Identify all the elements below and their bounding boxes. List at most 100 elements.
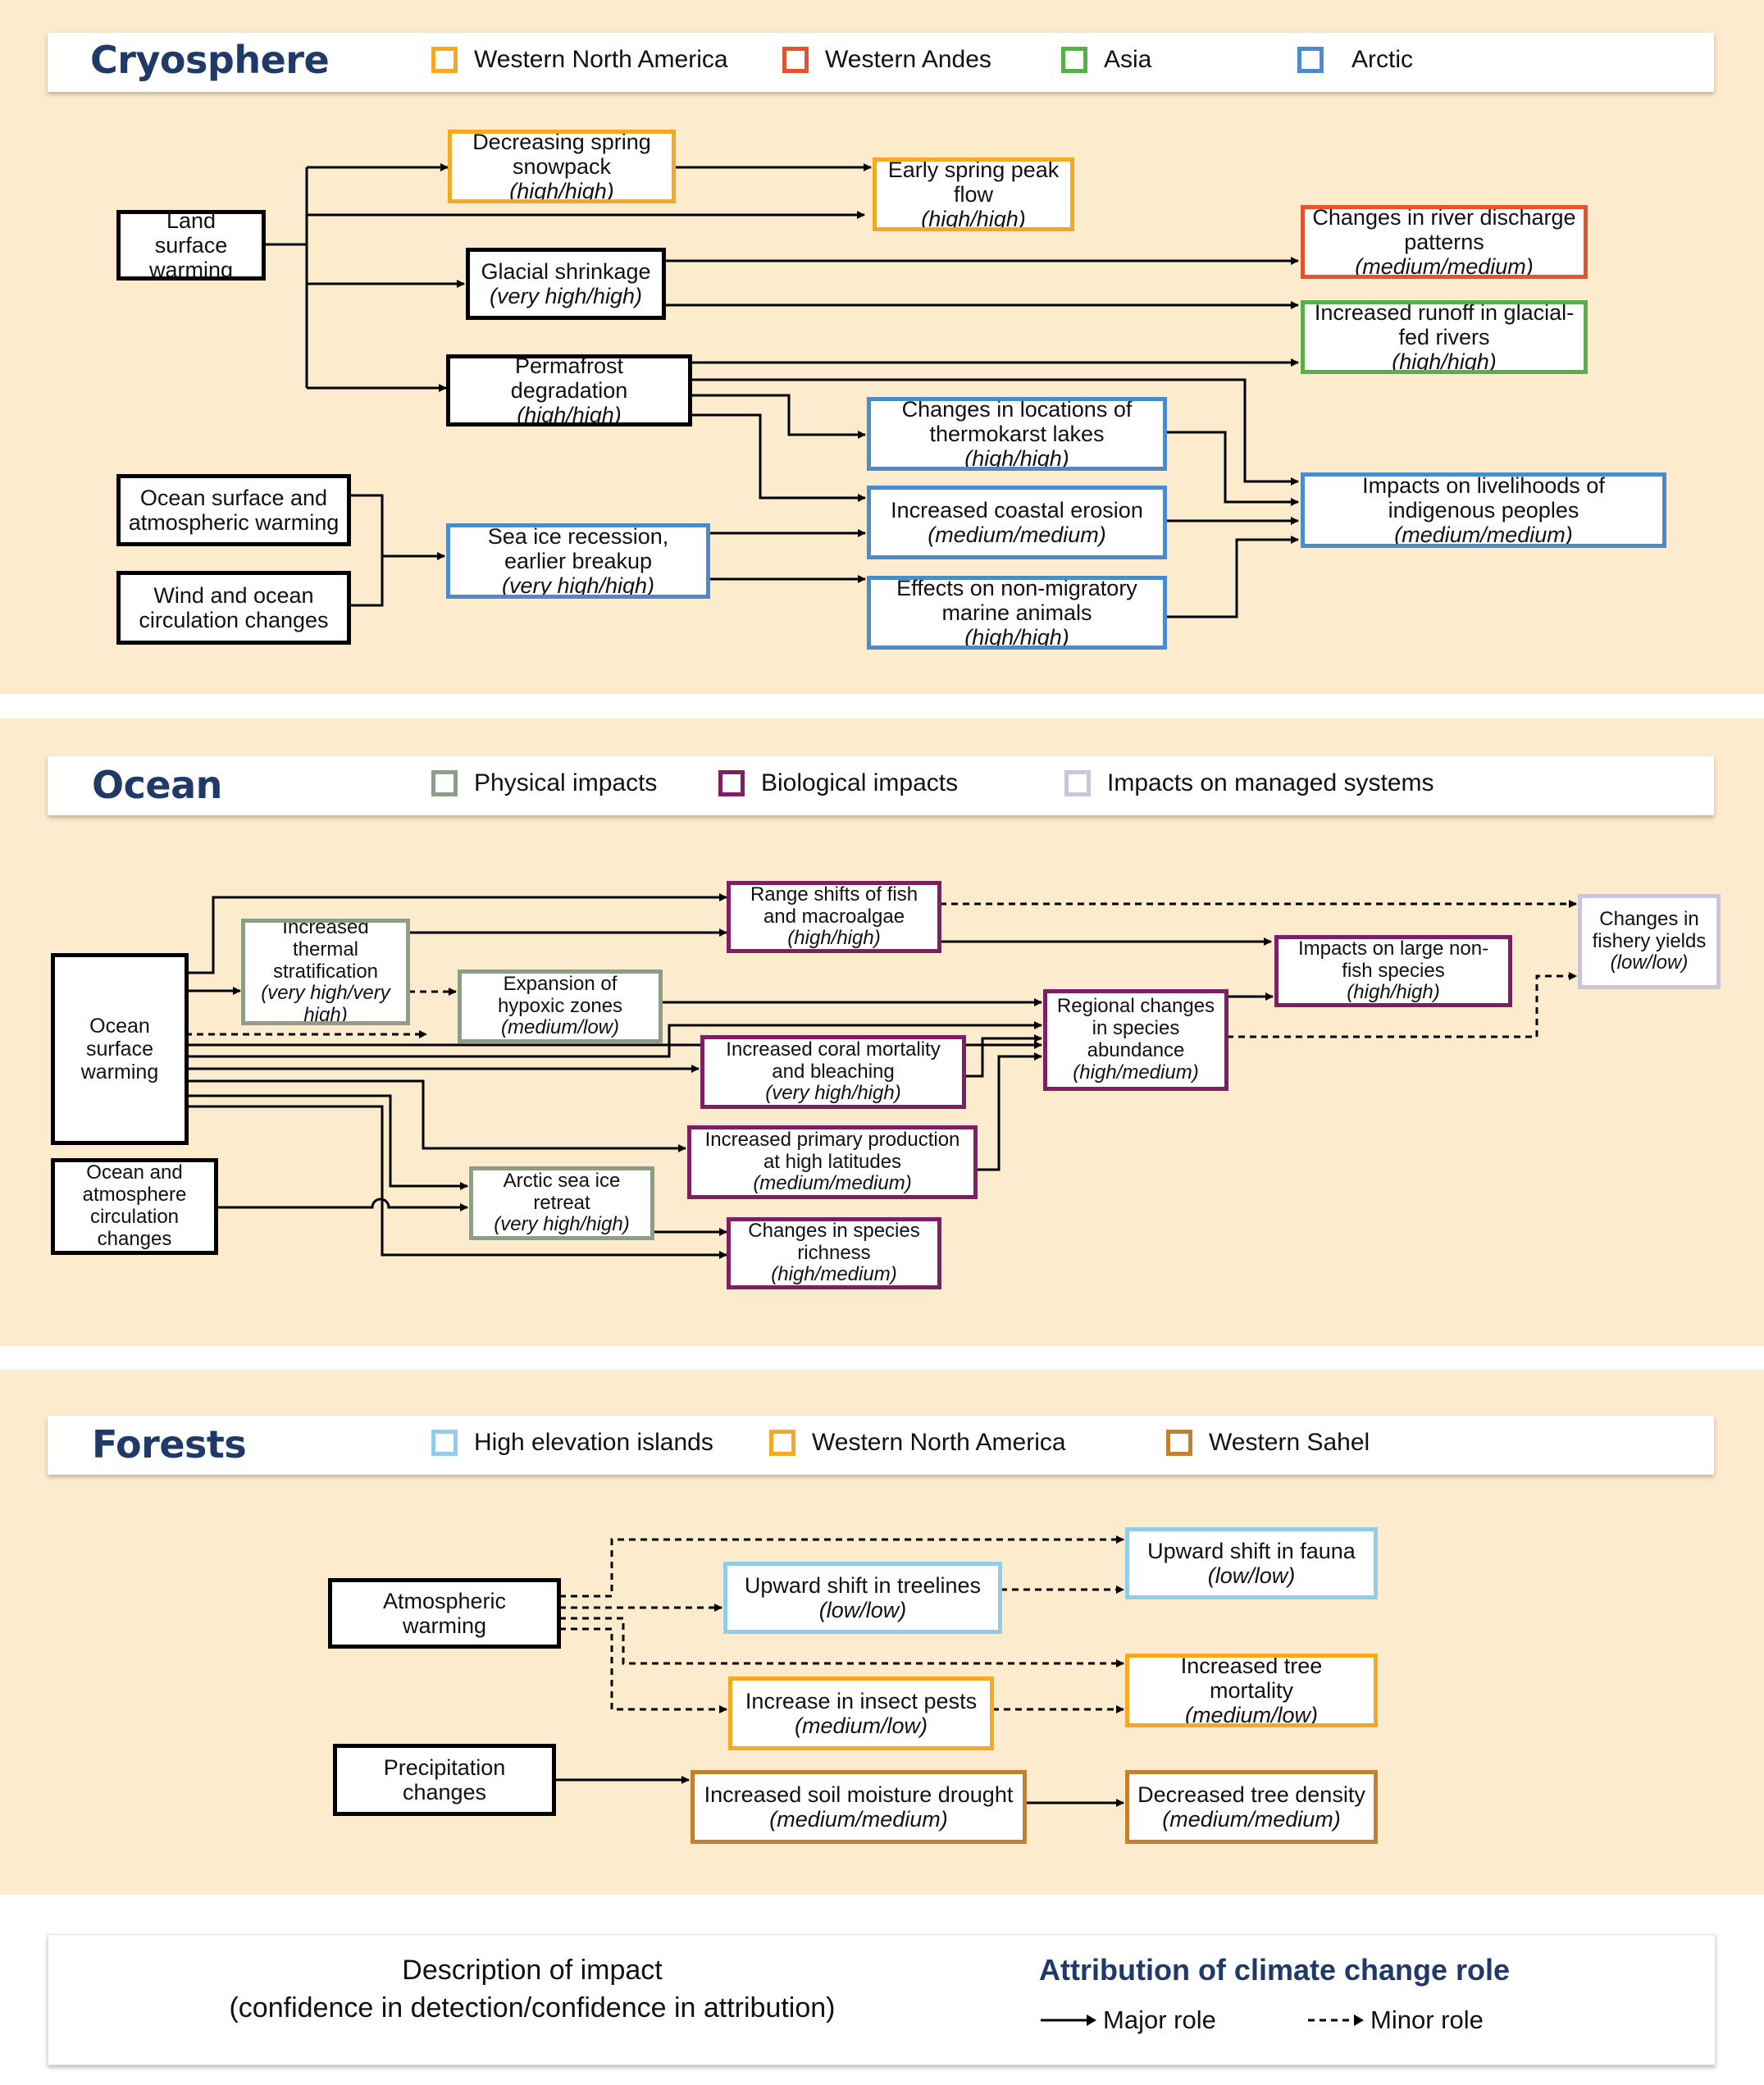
node-confidence: (high/high)	[964, 446, 1069, 471]
legend-western-north-america: Western North America	[431, 46, 728, 74]
node-confidence: (medium/medium)	[928, 522, 1106, 547]
node-ocean-surface-warming: Ocean surface warming	[51, 953, 189, 1145]
legend-label: Western North America	[474, 46, 728, 73]
node-confidence: (high/high)	[787, 927, 881, 950]
legend-swatch	[1297, 47, 1324, 73]
node-text: Glacial shrinkage	[481, 258, 651, 284]
ocean-header: Ocean Physical impacts Biological impact…	[48, 756, 1714, 815]
node-non-migratory-marine: Effects on non-migratory marine animals(…	[867, 576, 1167, 650]
node-text: Upward shift in treelines	[744, 1572, 982, 1598]
node-confidence: (medium/low)	[500, 1016, 620, 1039]
node-text: Permafrost degradation	[510, 354, 628, 403]
node-confidence: (high/high)	[509, 179, 614, 203]
key-major-label: Major role	[1103, 2005, 1216, 2034]
node-sea-ice-recession: Sea ice recession, earlier breakup(very …	[446, 523, 710, 599]
node-text: Sea ice recession, earlier breakup	[487, 523, 669, 573]
node-text: Changes in species richness	[748, 1219, 920, 1264]
node-confidence: (high/high)	[921, 207, 1026, 231]
legend-arctic: Arctic	[1297, 46, 1413, 74]
legend-swatch	[1064, 770, 1091, 796]
node-atmospheric-warming: Atmospheric warming	[328, 1578, 561, 1649]
node-confidence: (very high/high)	[489, 284, 643, 308]
legend-swatch	[431, 770, 458, 796]
node-confidence: (medium/medium)	[1162, 1807, 1341, 1832]
legend-label: Impacts on managed systems	[1107, 769, 1434, 796]
node-fishery-yields: Changes in fishery yields(low/low)	[1578, 894, 1721, 989]
legend-swatch	[431, 1430, 458, 1456]
legend-swatch	[782, 47, 809, 73]
node-text: Atmospheric warming	[382, 1588, 507, 1638]
node-text: Early spring peak flow	[887, 157, 1060, 207]
legend-physical-impacts: Physical impacts	[431, 769, 657, 797]
node-text: Changes in river discharge patterns	[1312, 205, 1576, 254]
node-text: Impacts on large non-fish species	[1297, 937, 1489, 982]
key-minor-role: Minor role	[1306, 2005, 1484, 2035]
legend-label: Physical impacts	[474, 769, 658, 796]
node-precipitation-changes: Precipitation changes	[333, 1744, 556, 1816]
node-wind-ocean-circulation: Wind and ocean circulation changes	[116, 571, 351, 645]
node-confidence: (medium/medium)	[753, 1172, 912, 1195]
legend-label: Asia	[1104, 46, 1152, 73]
legend-label: High elevation islands	[474, 1429, 713, 1456]
node-confidence: (high/high)	[1392, 349, 1497, 374]
node-species-richness: Changes in species richness(high/medium)	[727, 1217, 941, 1289]
legend-biological-impacts: Biological impacts	[718, 769, 958, 797]
node-text: Wind and ocean circulation changes	[139, 582, 329, 632]
key-description-line2: (confidence in detection/confidence in a…	[229, 1992, 836, 2023]
node-confidence: (high/medium)	[1073, 1061, 1199, 1084]
node-coastal-erosion: Increased coastal erosion(medium/medium)	[867, 486, 1167, 559]
key-attribution-title: Attribution of climate change role	[1039, 1953, 1511, 1987]
node-regional-species-abundance: Regional changes in species abundance(hi…	[1043, 989, 1228, 1091]
node-tree-mortality: Increased tree mortality(medium/low)	[1125, 1654, 1378, 1727]
node-primary-production: Increased primary production at high lat…	[687, 1125, 978, 1199]
node-text: Expansion of hypoxic zones	[497, 972, 623, 1017]
node-text: Land surface warming	[148, 210, 234, 281]
node-text: Upward shift in fauna	[1147, 1538, 1356, 1563]
legend-forest-western-north-america: Western North America	[769, 1429, 1066, 1457]
node-text: Decreasing spring snowpack	[472, 130, 651, 179]
node-early-spring-peak-flow: Early spring peak flow(high/high)	[873, 157, 1074, 231]
node-confidence: (very high/high)	[501, 573, 655, 599]
key-minor-label: Minor role	[1370, 2005, 1484, 2034]
node-confidence: (medium/medium)	[769, 1807, 948, 1832]
legend-label: Western Andes	[825, 46, 991, 73]
forests-header: Forests High elevation islands Western N…	[48, 1416, 1714, 1475]
node-text: Changes in locations of thermokarst lake…	[901, 397, 1133, 446]
node-insect-pests: Increase in insect pests(medium/low)	[728, 1677, 994, 1750]
legend-western-sahel: Western Sahel	[1166, 1429, 1370, 1457]
legend-western-andes: Western Andes	[782, 46, 991, 74]
node-confidence: (high/high)	[964, 625, 1069, 650]
node-text: Impacts on livelihoods of indigenous peo…	[1362, 472, 1605, 522]
legend-swatch	[718, 770, 745, 796]
node-text: Effects on non-migratory marine animals	[896, 576, 1137, 625]
cryosphere-header: Cryosphere Western North America Western…	[48, 33, 1714, 92]
legend-swatch	[1061, 47, 1087, 73]
node-text: Changes in fishery yields	[1592, 907, 1707, 952]
cryosphere-title: Cryosphere	[90, 38, 330, 82]
legend-swatch	[769, 1430, 795, 1456]
key-major-role: Major role	[1039, 2005, 1216, 2035]
node-confidence: (medium/medium)	[1355, 254, 1534, 279]
node-hypoxic-zones: Expansion of hypoxic zones(medium/low)	[458, 970, 663, 1043]
node-text: Increased runoff in glacial-fed rivers	[1314, 300, 1575, 349]
key-box: Description of impact (confidence in det…	[48, 1934, 1716, 2065]
node-decreasing-snowpack: Decreasing spring snowpack(high/high)	[448, 130, 676, 203]
dashed-arrow-icon	[1308, 2014, 1364, 2026]
node-text: Increased primary production at high lat…	[704, 1128, 960, 1173]
node-permafrost-degradation: Permafrost degradation(high/high)	[446, 354, 692, 427]
node-text: Regional changes in species abundance	[1056, 995, 1215, 1061]
node-text: Increase in insect pests	[745, 1688, 978, 1713]
node-text: Increased coastal erosion	[891, 497, 1143, 522]
node-text: Increased soil moisture drought	[704, 1782, 1014, 1807]
legend-swatch	[1166, 1430, 1192, 1456]
node-upward-shift-fauna: Upward shift in fauna(low/low)	[1125, 1527, 1378, 1599]
node-range-shifts: Range shifts of fish and macroalgae(high…	[727, 881, 941, 953]
node-thermal-stratification: Increased thermal stratification(very hi…	[241, 919, 410, 1025]
solid-arrow-icon	[1041, 2014, 1096, 2026]
node-text: Range shifts of fish and macroalgae	[750, 883, 918, 928]
node-confidence: (very high/very high)	[261, 982, 390, 1025]
node-confidence: (medium/low)	[1184, 1703, 1319, 1727]
node-text: Ocean and atmosphere circulation changes	[82, 1161, 187, 1250]
node-text: Increased tree mortality	[1180, 1654, 1323, 1703]
